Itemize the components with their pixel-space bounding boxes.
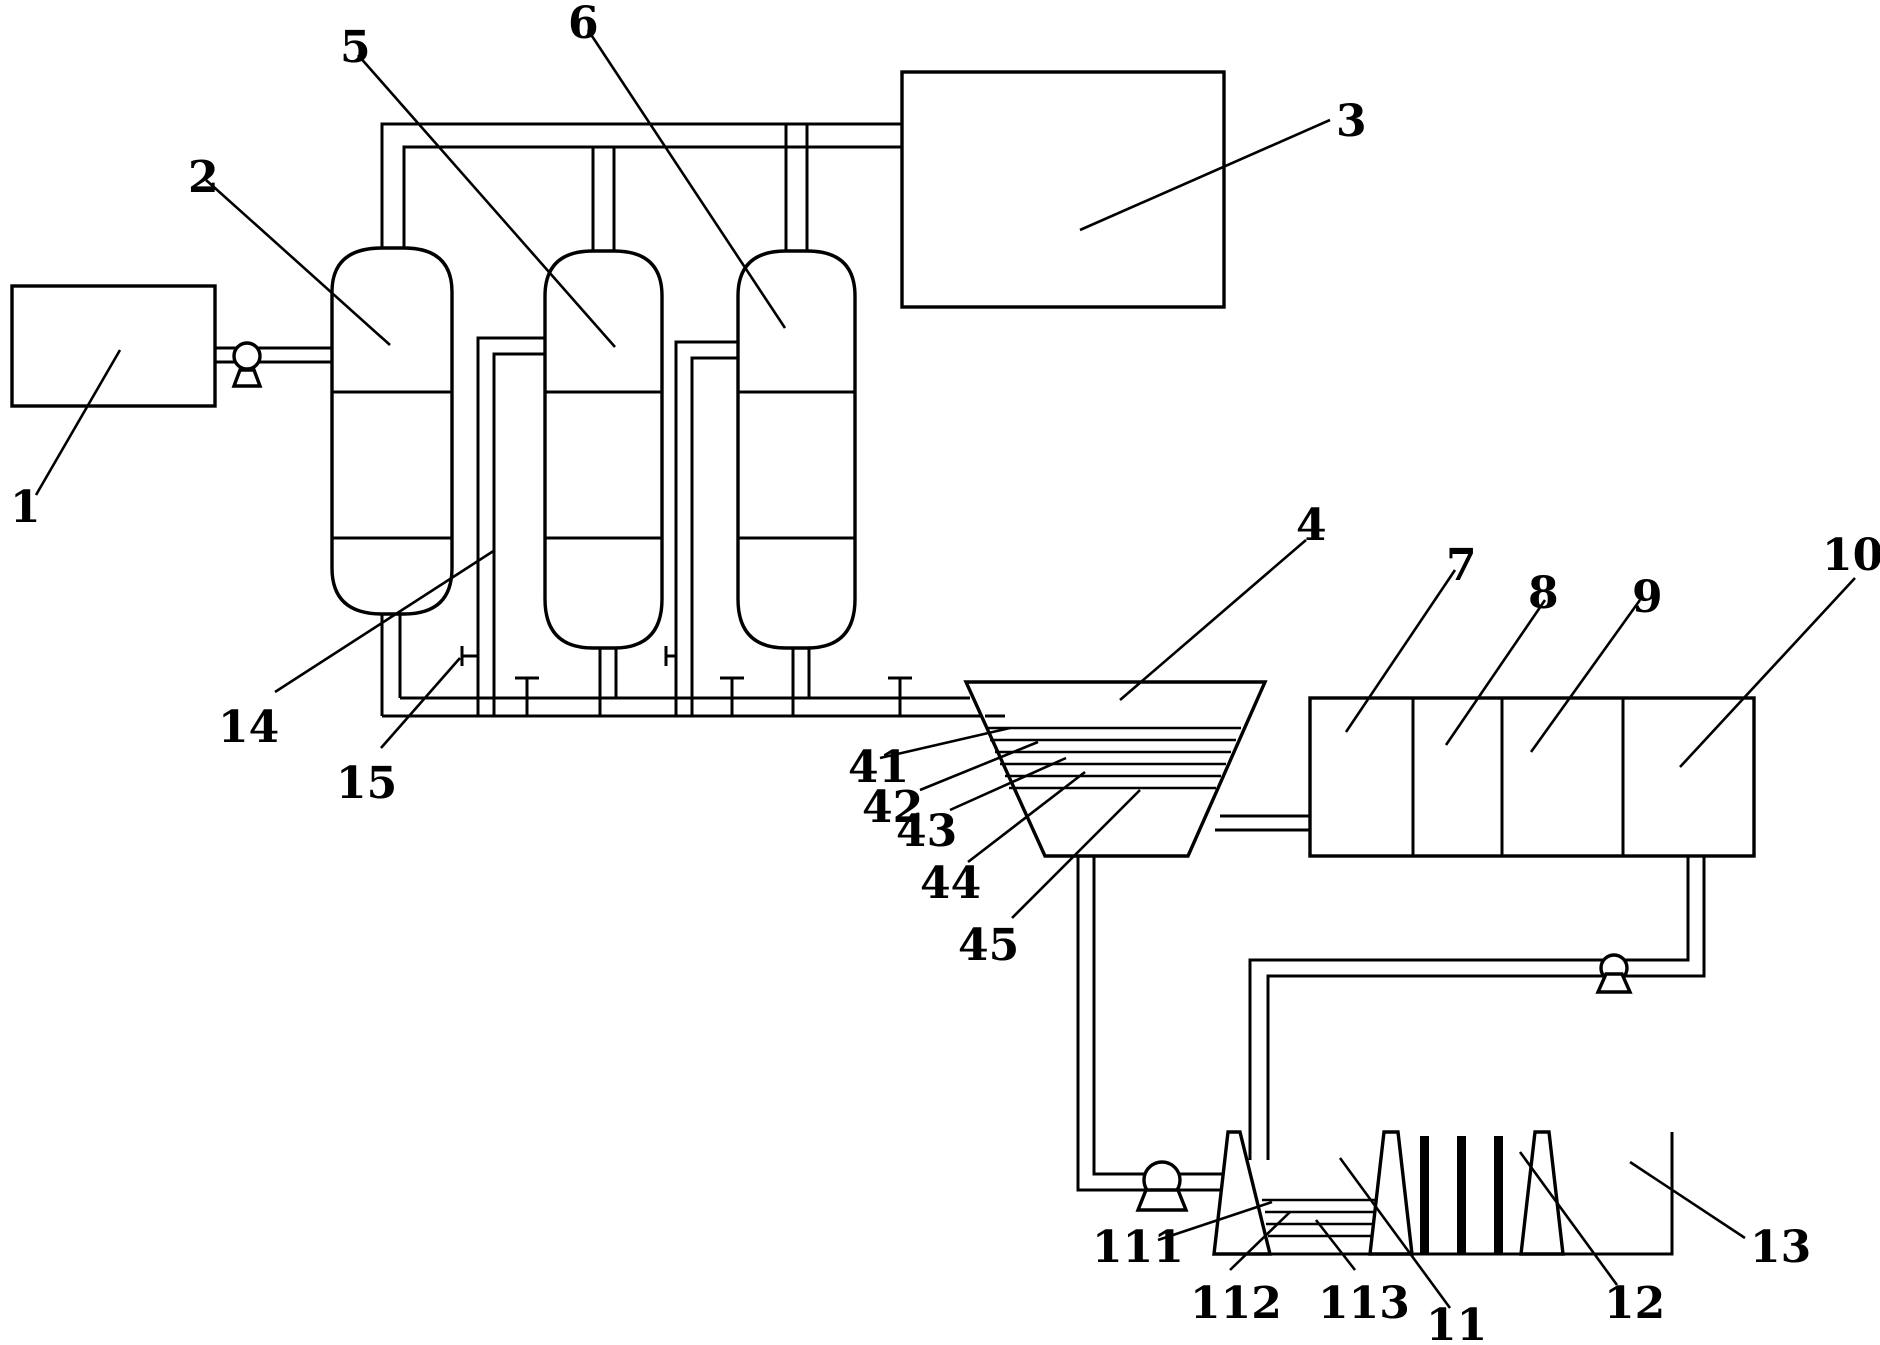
- reactor-vessel-2: [330, 246, 454, 616]
- label-41: 41: [848, 742, 909, 793]
- settling-tank-4: [963, 680, 1268, 858]
- side-return-pipes-14: [476, 336, 738, 716]
- label-13: 13: [1750, 1222, 1811, 1273]
- label-10: 10: [1822, 530, 1880, 581]
- label-14: 14: [218, 702, 279, 753]
- label-45: 45: [958, 920, 1019, 971]
- label-8: 8: [1528, 568, 1559, 619]
- reactor-vessel-6: [736, 249, 857, 650]
- label-12: 12: [1604, 1278, 1665, 1329]
- feed-pump-icon: [215, 341, 332, 388]
- gas-tank-3: [900, 70, 1226, 309]
- reactor-vessel-5: [543, 249, 664, 650]
- label-3: 3: [1336, 96, 1367, 147]
- basin-11-13: [1212, 1130, 1674, 1256]
- label-4: 4: [1296, 500, 1327, 551]
- label-112: 112: [1190, 1278, 1282, 1329]
- label-5: 5: [340, 22, 371, 73]
- return-pipe-10: [1248, 856, 1706, 1160]
- label-1: 1: [10, 482, 41, 533]
- label-11: 11: [1426, 1300, 1487, 1345]
- leader-lines: [34, 29, 1856, 1309]
- sludge-pipe-4: [1076, 856, 1238, 1192]
- bottom-collection-manifold: [380, 614, 985, 718]
- pipe-4-to-units: [1215, 814, 1310, 832]
- feed-tank-1: [10, 284, 217, 408]
- label-44: 44: [920, 858, 981, 909]
- label-111: 111: [1092, 1222, 1184, 1273]
- label-7: 7: [1446, 540, 1477, 591]
- valve-15-icon: [460, 646, 676, 666]
- label-6: 6: [568, 0, 599, 49]
- treatment-units-7-10: [1308, 696, 1756, 858]
- label-113: 113: [1318, 1278, 1410, 1329]
- top-gas-manifold: [380, 122, 902, 251]
- label-42: 42: [862, 782, 923, 833]
- label-9: 9: [1632, 572, 1663, 623]
- return-pump-icon: [1595, 953, 1633, 994]
- sludge-pump-icon: [1135, 1160, 1189, 1212]
- label-2: 2: [188, 152, 219, 203]
- label-15: 15: [336, 758, 397, 809]
- label-43: 43: [896, 806, 957, 857]
